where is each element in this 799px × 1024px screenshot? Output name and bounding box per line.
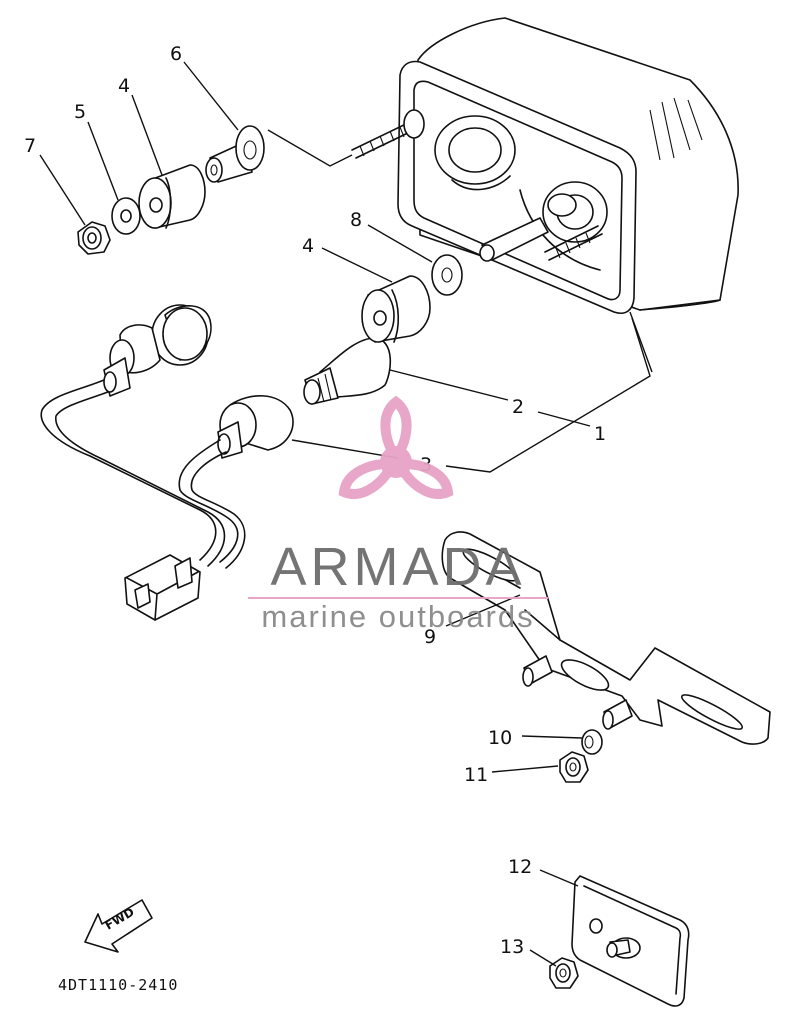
callout-1: 1 — [594, 423, 606, 445]
license-lamp-12 — [571, 875, 690, 1007]
callout-13: 13 — [500, 936, 524, 958]
nut-13 — [549, 957, 579, 989]
callout-2: 2 — [512, 396, 524, 418]
armada-watermark: ARMADA marine outboards — [248, 395, 548, 634]
socket-harness — [40, 304, 294, 621]
washer-5 — [111, 197, 141, 235]
grommet-lower — [361, 275, 431, 343]
part-code: 4DT1110-2410 — [58, 976, 178, 994]
bracket-9 — [441, 531, 771, 745]
callout-6: 6 — [170, 43, 182, 65]
washer-8 — [431, 254, 463, 296]
callout-4-upper: 4 — [118, 75, 130, 97]
leader-lines — [39, 61, 653, 967]
callout-5: 5 — [74, 101, 86, 123]
small-bulb — [303, 337, 392, 405]
callout-8: 8 — [350, 209, 362, 231]
callout-12: 12 — [508, 856, 532, 878]
tail-light-housing — [351, 17, 739, 314]
nut-11 — [559, 751, 589, 783]
callout-11: 11 — [464, 764, 488, 786]
propeller-logo — [338, 395, 454, 499]
washer-10 — [581, 729, 603, 755]
watermark-tagline: marine outboards — [261, 599, 534, 634]
grommet-upper — [138, 164, 206, 229]
callout-9: 9 — [424, 626, 436, 648]
nut-7 — [77, 221, 111, 255]
callout-4-lower: 4 — [302, 235, 314, 257]
fwd-arrow: FWD — [84, 899, 153, 953]
watermark-brand: ARMADA — [270, 537, 525, 597]
callout-10: 10 — [488, 727, 512, 749]
callout-7: 7 — [24, 135, 36, 157]
collar-6 — [205, 125, 265, 183]
